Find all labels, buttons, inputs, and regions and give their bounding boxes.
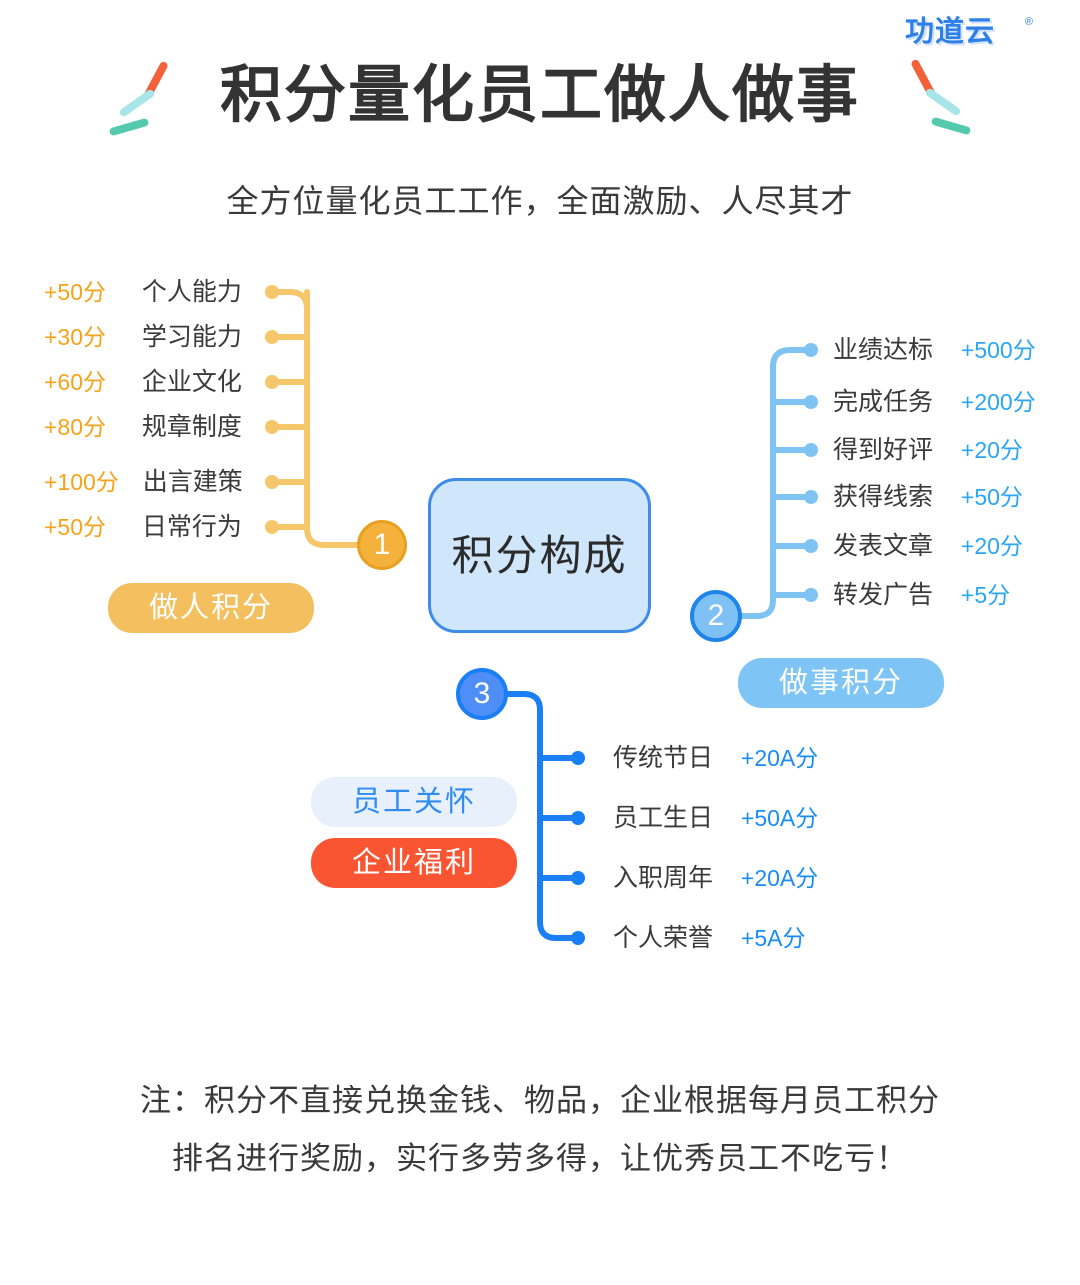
branch-2-item-3-label: 获得线索 bbox=[833, 483, 934, 511]
registered-trademark-icon: ® bbox=[1024, 16, 1033, 28]
branch-1-item-1-score: +30分 bbox=[44, 324, 107, 350]
branch-2-item-0[interactable]: 业绩达标 +500分 bbox=[833, 333, 1036, 367]
branch-1-item-2-label: 企业文化 bbox=[141, 368, 242, 396]
branch-2-item-5[interactable]: 转发广告 +5分 bbox=[833, 578, 1010, 612]
center-node[interactable]: 积分构成 bbox=[428, 478, 651, 633]
branch-3-item-3[interactable]: 个人荣誉 +5A分 bbox=[613, 921, 806, 955]
branch-1-item-3[interactable]: +80分 规章制度 bbox=[44, 410, 242, 444]
branch-3-connectors bbox=[503, 691, 579, 941]
branch-2-item-5-label: 转发广告 bbox=[833, 581, 934, 609]
branch-2-item-2[interactable]: 得到好评 +20分 bbox=[833, 433, 1023, 467]
branch-1-category-pill[interactable]: 做人积分 bbox=[108, 583, 314, 633]
branch-2-item-5-score: +5分 bbox=[960, 582, 1011, 608]
branch-3-category-pill-primary[interactable]: 员工关怀 bbox=[311, 777, 517, 827]
branch-2-item-1[interactable]: 完成任务 +200分 bbox=[833, 385, 1036, 419]
branch-2-connectors bbox=[725, 347, 813, 619]
branch-1-item-0[interactable]: +50分 个人能力 bbox=[44, 275, 242, 309]
branch-2-item-3[interactable]: 获得线索 +50分 bbox=[833, 480, 1023, 514]
branch-1-item-4[interactable]: +100分 出言建策 bbox=[44, 465, 243, 499]
brand-logo: 功道云 ® bbox=[905, 14, 1035, 50]
branch-2-item-3-score: +50分 bbox=[960, 484, 1023, 510]
branch-1-item-1[interactable]: +30分 学习能力 bbox=[44, 320, 242, 354]
footer-note-line-1: 注：积分不直接兑换金钱、物品，企业根据每月员工积分 bbox=[140, 1083, 940, 1118]
branch-3-item-3-label: 个人荣誉 bbox=[613, 924, 714, 952]
footer-note: 注：积分不直接兑换金钱、物品，企业根据每月员工积分 排名进行奖励，实行多劳多得，… bbox=[0, 1072, 1080, 1188]
branch-3-item-1[interactable]: 员工生日 +50A分 bbox=[613, 801, 818, 835]
page-title: 积分量化员工做人做事 bbox=[219, 61, 860, 130]
branch-1-item-2-score: +60分 bbox=[44, 369, 107, 395]
branch-2-item-1-score: +200分 bbox=[960, 389, 1036, 415]
branch-3-item-1-score: +50A分 bbox=[740, 805, 819, 831]
branch-2-item-4[interactable]: 发表文章 +20分 bbox=[833, 529, 1023, 563]
branch-2-category-pill[interactable]: 做事积分 bbox=[738, 658, 944, 708]
branch-3-item-0[interactable]: 传统节日 +20A分 bbox=[613, 741, 818, 775]
branch-1-item-5-score: +50分 bbox=[44, 514, 107, 540]
branch-2-item-4-label: 发表文章 bbox=[833, 532, 934, 560]
branch-3-item-1-label: 员工生日 bbox=[613, 804, 714, 832]
branch-2-badge[interactable]: 2 bbox=[690, 590, 742, 642]
branch-1-item-3-score: +80分 bbox=[44, 414, 107, 440]
branch-2-item-4-score: +20分 bbox=[960, 533, 1023, 559]
branch-2-item-0-label: 业绩达标 bbox=[833, 336, 934, 364]
branch-1-item-1-label: 学习能力 bbox=[141, 323, 242, 351]
branch-1-item-4-score: +100分 bbox=[44, 469, 119, 495]
branch-3-item-0-score: +20A分 bbox=[740, 745, 819, 771]
branch-1-item-5[interactable]: +50分 日常行为 bbox=[44, 510, 242, 544]
branch-3-item-2-score: +20A分 bbox=[740, 865, 819, 891]
page-subtitle: 全方位量化员工工作，全面激励、人尽其才 bbox=[226, 183, 854, 219]
branch-3-item-3-score: +5A分 bbox=[740, 925, 806, 951]
branch-1-item-3-label: 规章制度 bbox=[141, 413, 242, 441]
branch-3-item-2[interactable]: 入职周年 +20A分 bbox=[613, 861, 818, 895]
branch-1-item-5-label: 日常行为 bbox=[141, 513, 242, 541]
branch-1-item-0-label: 个人能力 bbox=[141, 278, 242, 306]
branch-1-connectors bbox=[269, 289, 363, 548]
brand-logo-text: 功道云 bbox=[905, 16, 996, 48]
branch-3-item-2-label: 入职周年 bbox=[613, 864, 714, 892]
branch-1-dots bbox=[265, 285, 279, 534]
branch-2-item-2-label: 得到好评 bbox=[833, 436, 934, 464]
branch-1-item-0-score: +50分 bbox=[44, 279, 107, 305]
branch-1-item-4-label: 出言建策 bbox=[142, 468, 243, 496]
footer-note-line-2: 排名进行奖励，实行多劳多得，让优秀员工不吃亏！ bbox=[172, 1141, 908, 1176]
branch-3-category-pill-secondary[interactable]: 企业福利 bbox=[311, 838, 517, 888]
branch-3-dots bbox=[571, 751, 585, 945]
branch-1-item-2[interactable]: +60分 企业文化 bbox=[44, 365, 242, 399]
branch-1-badge[interactable]: 1 bbox=[357, 520, 407, 570]
branch-2-dots bbox=[804, 343, 818, 602]
branch-2-item-2-score: +20分 bbox=[960, 437, 1023, 463]
branch-3-badge[interactable]: 3 bbox=[456, 668, 508, 720]
branch-2-item-1-label: 完成任务 bbox=[833, 388, 934, 416]
branch-2-item-0-score: +500分 bbox=[960, 337, 1036, 363]
branch-3-item-0-label: 传统节日 bbox=[613, 744, 714, 772]
